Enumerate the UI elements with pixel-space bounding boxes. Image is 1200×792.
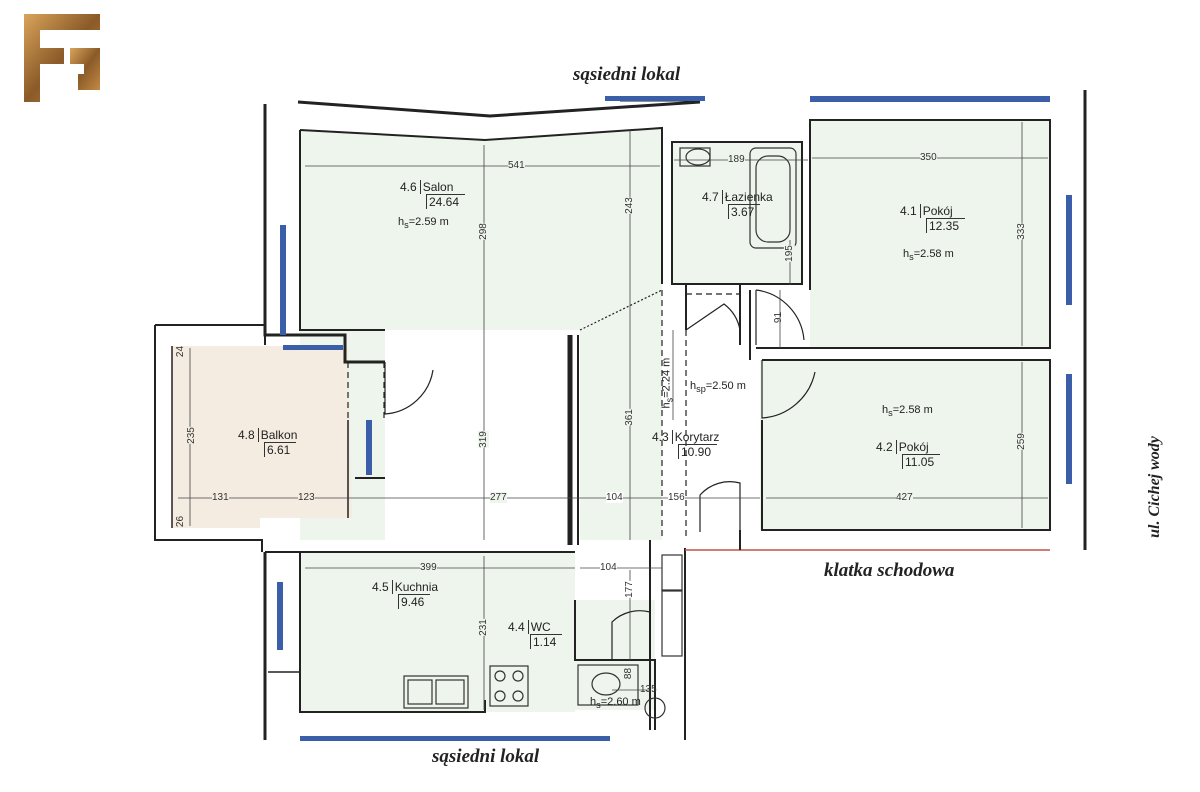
room-area: 6.61 bbox=[264, 442, 297, 457]
salon-height: hs=2.59 m bbox=[398, 216, 449, 231]
dim-177: 177 bbox=[623, 581, 635, 598]
windows bbox=[277, 96, 1072, 741]
dim-24: 24 bbox=[175, 345, 187, 358]
room-name: Salon bbox=[419, 180, 453, 194]
dim-135: 135 bbox=[640, 684, 657, 695]
dim-277: 277 bbox=[490, 492, 507, 503]
pokoj1-height: hs=2.58 m bbox=[903, 248, 954, 263]
dim-333: 333 bbox=[1015, 223, 1027, 240]
room-number: 4.6 bbox=[400, 180, 417, 194]
dim-298: 298 bbox=[477, 223, 489, 240]
openings bbox=[347, 283, 740, 540]
room-name: Pokój bbox=[919, 204, 953, 218]
dim-131: 131 bbox=[212, 492, 229, 503]
room-name: Korytarz bbox=[671, 430, 719, 444]
room-number: 4.3 bbox=[652, 430, 669, 444]
dim-350: 350 bbox=[920, 152, 937, 163]
room-name: WC bbox=[527, 620, 551, 634]
room-number: 4.5 bbox=[372, 580, 389, 594]
room-number: 4.1 bbox=[900, 204, 917, 218]
room-name: Łazienka bbox=[721, 190, 773, 204]
dim-91: 91 bbox=[773, 311, 785, 324]
room-area: 3.67 bbox=[728, 204, 761, 219]
street-label: ul. Cichej wody bbox=[1146, 436, 1163, 538]
dim-243: 243 bbox=[623, 197, 635, 214]
room-area: 1.14 bbox=[530, 634, 563, 649]
korytarz-height: hsp=2.50 m bbox=[690, 380, 746, 395]
room-name: Pokój bbox=[895, 440, 929, 454]
doors bbox=[384, 289, 816, 660]
dim-156: 156 bbox=[668, 492, 685, 503]
dim-189: 189 bbox=[728, 154, 745, 165]
room-number: 4.2 bbox=[876, 440, 893, 454]
fixtures bbox=[403, 147, 797, 719]
room-area: 12.35 bbox=[926, 218, 966, 233]
room-name: Balkon bbox=[257, 428, 297, 442]
bottom-neighbor-label: sąsiedni lokal bbox=[432, 746, 540, 767]
top-neighbor-label: sąsiedni lokal bbox=[573, 64, 681, 85]
dim-541: 541 bbox=[508, 160, 525, 171]
dim-361: 361 bbox=[623, 409, 635, 426]
room-number: 4.7 bbox=[702, 190, 719, 204]
dim-399: 399 bbox=[420, 562, 437, 573]
room-area: 10.90 bbox=[678, 444, 718, 459]
room-name: Kuchnia bbox=[391, 580, 438, 594]
dim-26: 26 bbox=[175, 515, 187, 528]
dim-235: 235 bbox=[185, 427, 197, 444]
dim-123: 123 bbox=[298, 492, 315, 503]
dim-195: 195 bbox=[783, 245, 795, 262]
room-number: 4.8 bbox=[238, 428, 255, 442]
room-area: 9.46 bbox=[398, 594, 431, 609]
pokoj2-height: hs=2.58 m bbox=[882, 404, 933, 419]
dim-427: 427 bbox=[896, 492, 913, 503]
dim-319: 319 bbox=[477, 431, 489, 448]
room-number: 4.4 bbox=[508, 620, 525, 634]
company-logo bbox=[24, 14, 100, 102]
dim-104-a: 104 bbox=[606, 492, 623, 503]
room-area: 24.64 bbox=[426, 194, 466, 209]
dim-231: 231 bbox=[477, 619, 489, 636]
staircase-label: klatka schodowa bbox=[824, 560, 955, 581]
dim-259: 259 bbox=[1015, 433, 1027, 450]
wc-height: hs=2.60 m bbox=[590, 696, 641, 711]
balcony-fill bbox=[172, 346, 352, 528]
dim-104-b: 104 bbox=[600, 562, 617, 573]
dim-88: 88 bbox=[623, 667, 635, 680]
room-area: 11.05 bbox=[902, 454, 941, 469]
korytarz-height-low: hs=2.24 m bbox=[660, 357, 675, 409]
